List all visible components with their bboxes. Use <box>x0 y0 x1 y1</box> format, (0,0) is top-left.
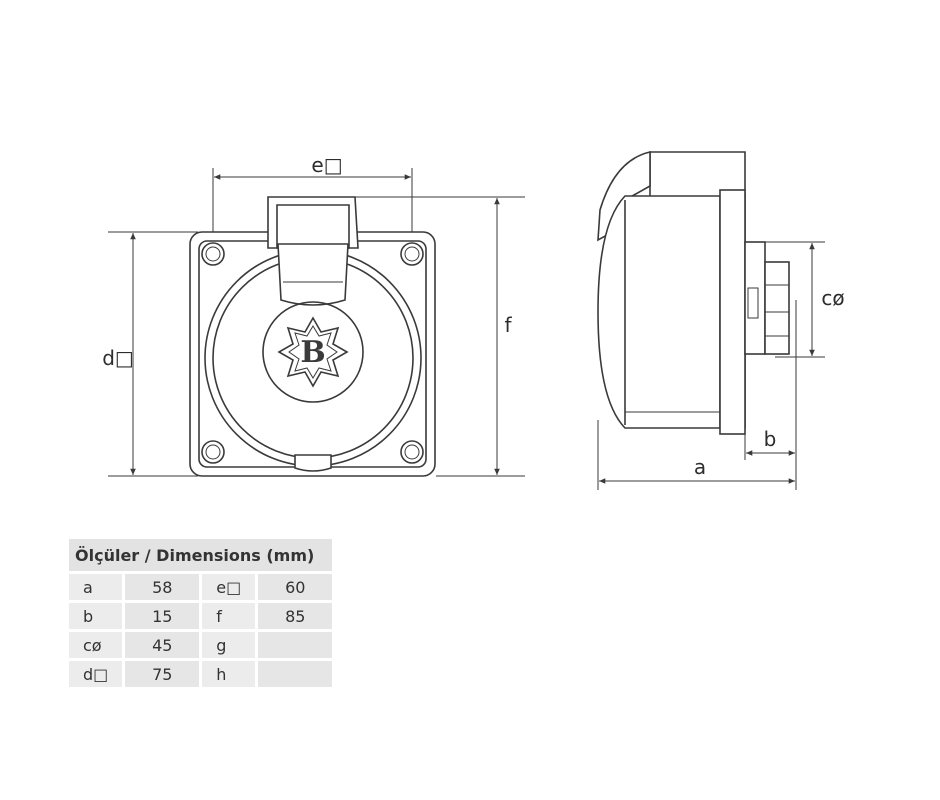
dim-key: cø <box>69 632 123 658</box>
table-row: cø 45 g <box>69 632 333 658</box>
dim-value <box>258 661 333 687</box>
front-view: B e□ d□ f <box>102 153 525 477</box>
logo-medallion <box>262 301 364 403</box>
lid <box>277 243 349 306</box>
dim-key: b <box>69 603 123 629</box>
table-row: b 15 f 85 <box>69 603 333 629</box>
label-d: d□ <box>102 346 134 370</box>
dim-value: 15 <box>125 603 200 629</box>
logo-letter: B <box>300 335 325 370</box>
dim-key: f <box>202 603 256 629</box>
mounting-holes <box>201 242 424 464</box>
lid-hinge <box>267 196 359 249</box>
logo-star <box>277 316 349 388</box>
key-notch <box>294 454 332 472</box>
dimensions-table: Ölçüler / Dimensions (mm) a 58 e□ 60 b 1… <box>66 536 335 690</box>
table-row: d□ 75 h <box>69 661 333 687</box>
dim-key: d□ <box>69 661 123 687</box>
dim-key: e□ <box>202 574 256 600</box>
table-row: a 58 e□ 60 <box>69 574 333 600</box>
dim-key: h <box>202 661 256 687</box>
label-b: b <box>764 427 777 451</box>
dim-value <box>258 632 333 658</box>
side-body-front <box>597 195 746 429</box>
side-rear-terminals <box>764 261 790 355</box>
dim-value: 85 <box>258 603 333 629</box>
dimensions-table-header: Ölçüler / Dimensions (mm) <box>69 539 333 571</box>
dim-value: 75 <box>125 661 200 687</box>
dim-key: g <box>202 632 256 658</box>
side-flange <box>719 189 746 435</box>
dim-key: a <box>69 574 123 600</box>
dim-value: 60 <box>258 574 333 600</box>
dim-value: 58 <box>125 574 200 600</box>
label-f: f <box>504 313 512 337</box>
label-a: a <box>694 455 706 479</box>
side-view: cø b a <box>597 150 845 490</box>
dim-value: 45 <box>125 632 200 658</box>
label-c: cø <box>821 286 844 310</box>
label-e: e□ <box>311 153 342 177</box>
